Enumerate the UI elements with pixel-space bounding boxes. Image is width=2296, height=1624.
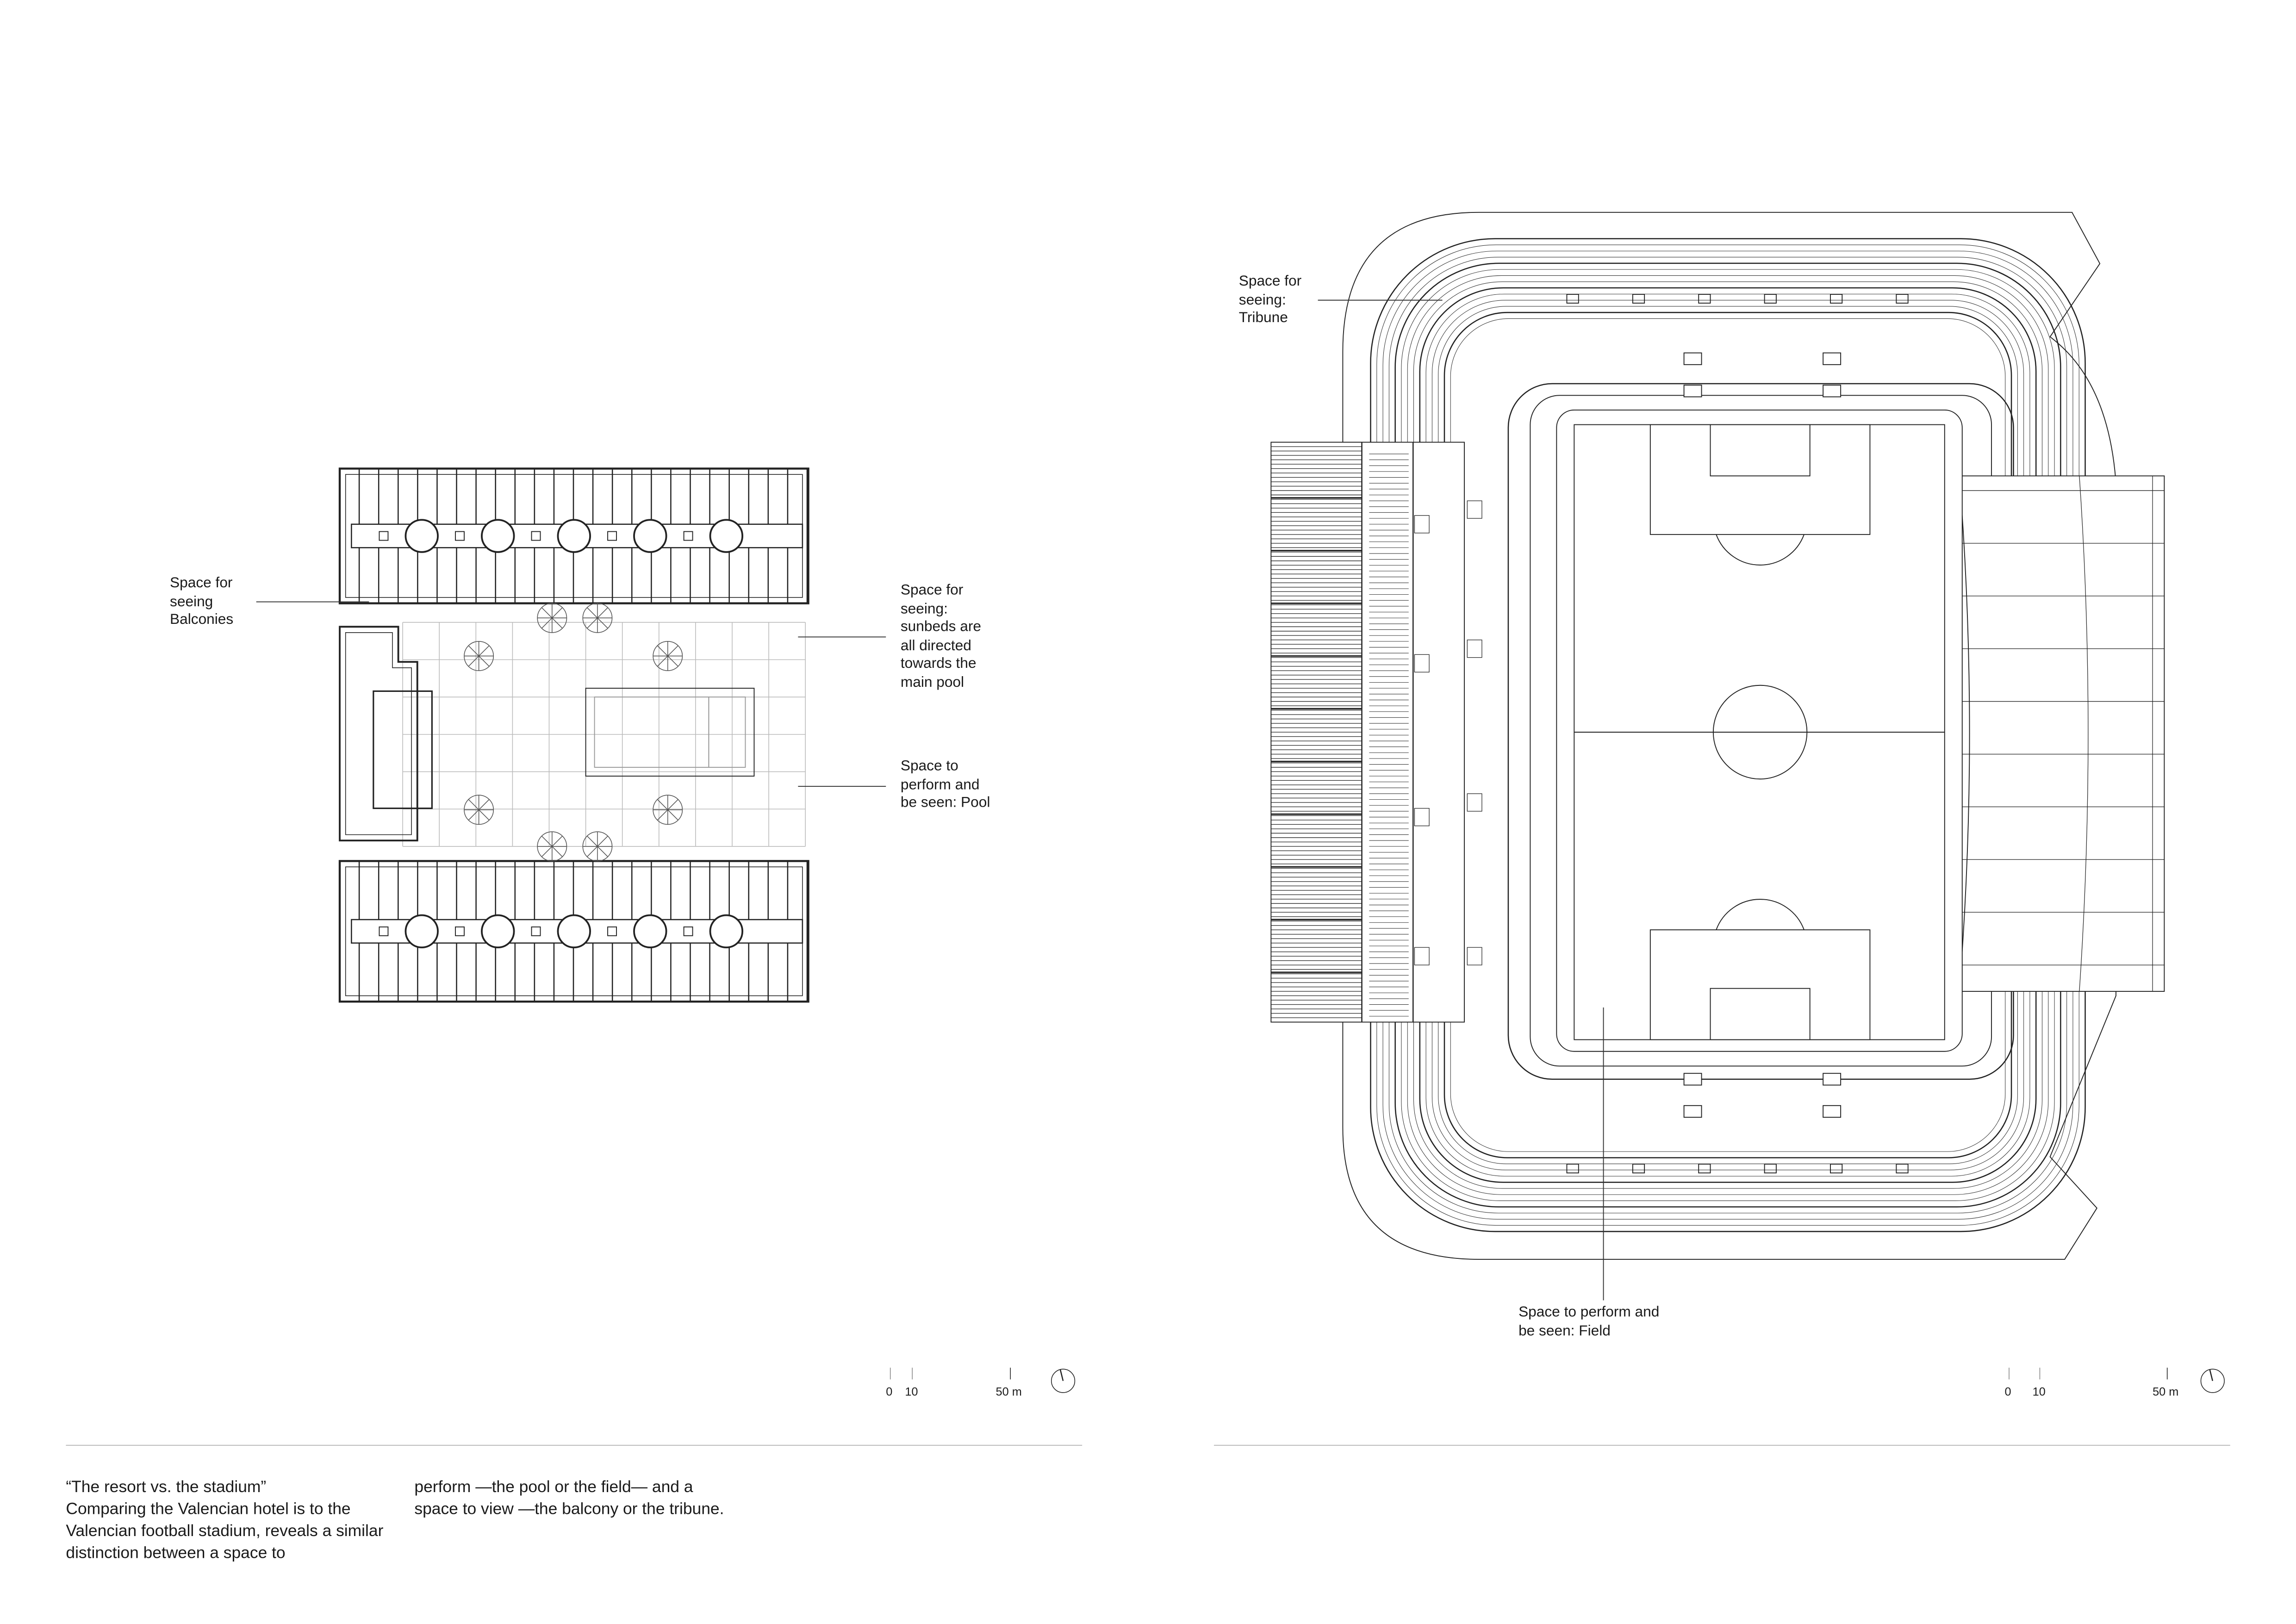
centre-circle [1712, 684, 1808, 780]
penalty-arc-top [1716, 534, 1804, 566]
scale-0: 0 [886, 1385, 893, 1399]
left-stand-detail [1271, 442, 1482, 1022]
north-arrow-icon [2200, 1369, 2225, 1393]
north-arrow-icon [1051, 1369, 1076, 1393]
caption-text-1: Comparing the Valencian hotel is to the … [66, 1501, 384, 1562]
scale-50: 50 m [996, 1385, 1022, 1399]
scale-0: 0 [2004, 1385, 2011, 1399]
label-field: Space to perform and be seen: Field [1518, 1305, 1660, 1339]
scale-bar-ticks [890, 1368, 2168, 1380]
penalty-arc-bottom [1716, 899, 1804, 930]
main-pool [585, 688, 755, 777]
right-roof [1959, 475, 2165, 992]
label-sunbeds: Space for seeing: sunbeds are all direct… [900, 583, 982, 691]
stadium-outer [1342, 212, 2116, 1260]
goal-area-top [1710, 424, 1811, 477]
hotel-plan [256, 467, 886, 1003]
field-surround [1556, 409, 1963, 1052]
scale-10: 10 [905, 1385, 918, 1399]
label-pool: Space to perform and be seen: Pool [900, 758, 990, 812]
caption-col1: “The resort vs. the stadium” Comparing t… [66, 1477, 403, 1565]
hotel-room-blocks [338, 467, 809, 1003]
label-balconies: Space for seeing Balconies [170, 575, 234, 628]
label-tribune: Space for seeing: Tribune [1238, 274, 1302, 327]
right-roof-detail [1962, 476, 2165, 992]
goal-area-bottom [1710, 988, 1811, 1040]
left-wing [339, 626, 433, 842]
courtyard-grid [402, 622, 806, 847]
scale-10: 10 [2032, 1385, 2046, 1399]
stadium-plan [1270, 212, 2165, 1300]
caption-title: “The resort vs. the stadium” [66, 1479, 267, 1497]
umbrellas [464, 603, 683, 862]
caption-text-2: perform —the pool or the field— and a sp… [414, 1479, 724, 1519]
scale-50: 50 m [2153, 1385, 2179, 1399]
